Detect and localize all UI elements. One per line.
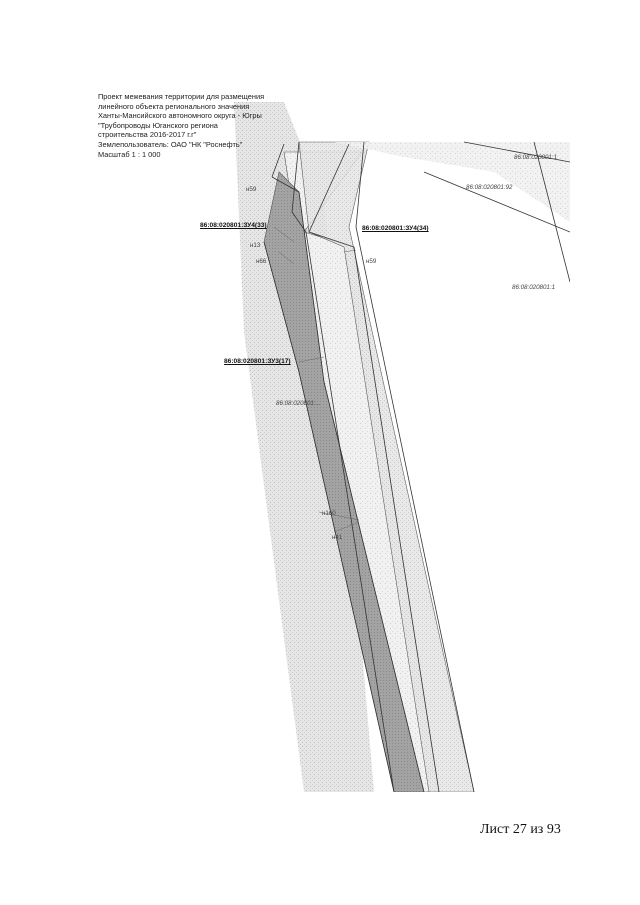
header-line-2: линейного объекта регионального значения xyxy=(98,101,250,111)
point-label-n59-top: н59 xyxy=(246,186,257,193)
point-label-n59: н59 xyxy=(366,258,377,265)
point-label-n66: н66 xyxy=(256,258,267,265)
header-line-7: Масштаб 1 : 1 000 xyxy=(98,149,161,159)
point-label-n160: н160 xyxy=(322,510,336,517)
parcel-label-17: 86:08:020801:ЗУ3(17) xyxy=(224,358,291,365)
header-line-3: Ханты-Мансийского автономного округа - Ю… xyxy=(98,111,262,121)
parcel-label-34: 86:08:020801:ЗУ4(34) xyxy=(362,225,429,232)
parcel-label-33: 86:08:020801:ЗУ4(33) xyxy=(200,222,267,229)
page-number: Лист 27 из 93 xyxy=(480,822,561,837)
cadastral-label-top-right: 86:08:020801:1 xyxy=(514,154,558,161)
point-label-n13: н13 xyxy=(250,242,261,249)
left-stipple-area xyxy=(234,102,374,792)
cadastral-map xyxy=(234,102,570,792)
cadastral-label-right-2: 86:08:020801:92 xyxy=(466,184,513,191)
boundary-lines xyxy=(263,141,570,792)
header-line-4: "Трубопроводы Юганского региона xyxy=(98,120,218,130)
leader-lines xyxy=(273,226,360,533)
map-frame: Проект межевания территории для размещен… xyxy=(94,82,570,792)
header-line-1: Проект межевания территории для размещен… xyxy=(98,92,265,101)
point-label-n41: н41 xyxy=(332,534,343,541)
header-line-5: строительства 2016-2017 г.г" xyxy=(98,130,197,140)
cadastral-label-right-3: 86:08:020801:1 xyxy=(512,284,556,291)
right-corridor-band xyxy=(298,141,475,792)
upper-right-stipple xyxy=(334,142,570,222)
cadastral-label-mid: 86:08:020801:... xyxy=(276,400,321,407)
header-line-6: Землепользователь: ОАО "НК "Роснефть" xyxy=(98,139,243,149)
map-header: Проект межевания территории для размещен… xyxy=(98,92,264,159)
